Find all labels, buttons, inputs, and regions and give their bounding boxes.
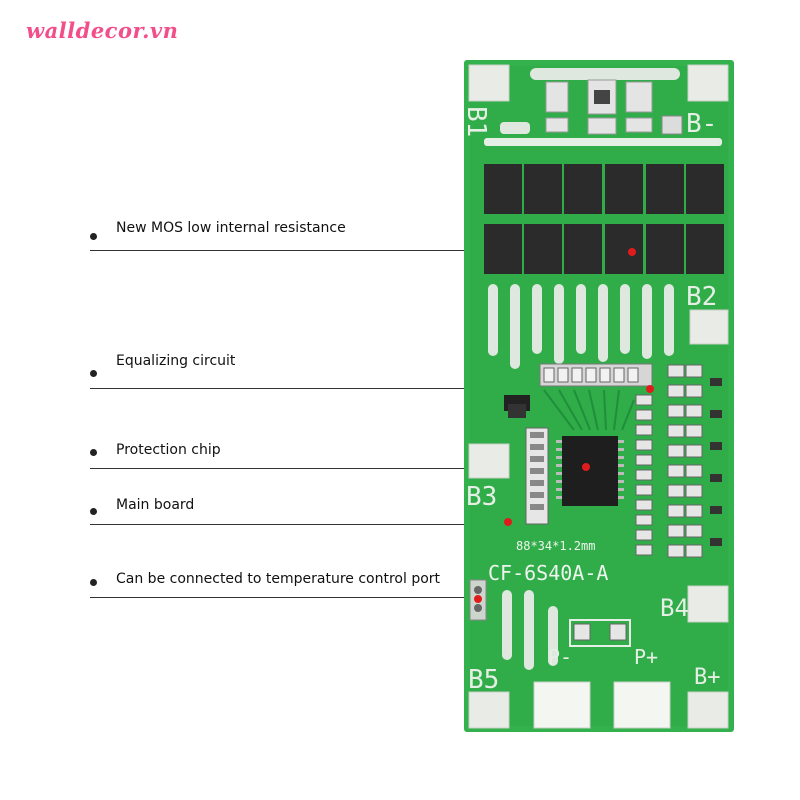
- callout-label: Equalizing circuit: [116, 353, 236, 369]
- callout-label: Main board: [116, 497, 195, 513]
- callout-label: New MOS low internal resistance: [116, 220, 346, 236]
- smd-column-left: [635, 394, 653, 556]
- pad-label-p-minus: P-: [548, 645, 572, 669]
- watermark-logo: walldecor.vn: [26, 18, 179, 43]
- pad-p-plus: [613, 681, 671, 729]
- balancing-traces: [488, 284, 674, 369]
- callout-label: Protection chip: [116, 442, 221, 458]
- callout-line: [90, 524, 510, 525]
- mosfet-row-bottom: [484, 224, 724, 274]
- marker-equalizing: [646, 385, 654, 393]
- callout-dot: [90, 449, 97, 456]
- equalizing-resistors: [539, 363, 653, 387]
- pad-p-minus: [533, 681, 591, 729]
- bms-pcb-board: B1 B- B2: [464, 60, 734, 732]
- callout-line: [90, 468, 585, 469]
- led-markers: [710, 378, 722, 546]
- smd-column-right: [667, 364, 703, 558]
- pad-label-b1: B1: [464, 106, 491, 137]
- chip-traces: [543, 389, 635, 431]
- callout-label: Can be connected to temperature control …: [116, 571, 441, 587]
- pad-label-b3: B3: [466, 482, 497, 512]
- pad-label-b-minus: B-: [686, 109, 717, 139]
- protection-chip: [562, 436, 618, 506]
- callout-dot: [90, 508, 97, 515]
- pad-b5: [468, 691, 510, 729]
- pad-b4: [687, 585, 729, 623]
- callout-line: [90, 597, 478, 598]
- callout-line: [90, 388, 650, 389]
- callout-dot: [90, 233, 97, 240]
- pad-label-b5: B5: [468, 665, 499, 695]
- board-model: CF-6S40A-A: [488, 561, 608, 585]
- pad-label-p-plus: P+: [634, 645, 658, 669]
- callout-line: [90, 250, 620, 251]
- pad-b3: [468, 443, 510, 479]
- pad-label-b2: B2: [686, 282, 717, 312]
- marker-mos: [628, 248, 636, 256]
- lower-traces: [502, 590, 558, 670]
- pad-b-plus: [687, 691, 729, 729]
- pad-b-minus: [687, 64, 729, 102]
- pad-label-b-plus: B+: [694, 665, 721, 690]
- pad-b2: [689, 309, 729, 345]
- callout-dot: [90, 370, 97, 377]
- marker-protection-chip: [582, 463, 590, 471]
- top-busbar: [530, 68, 680, 80]
- marker-temperature-port: [474, 595, 482, 603]
- board-dimensions: 88*34*1.2mm: [516, 539, 595, 553]
- callout-dot: [90, 579, 97, 586]
- marker-main-board: [504, 518, 512, 526]
- mosfet-row-top: [484, 164, 724, 214]
- pad-b1: [468, 64, 510, 102]
- pad-label-b4: B4: [660, 594, 689, 622]
